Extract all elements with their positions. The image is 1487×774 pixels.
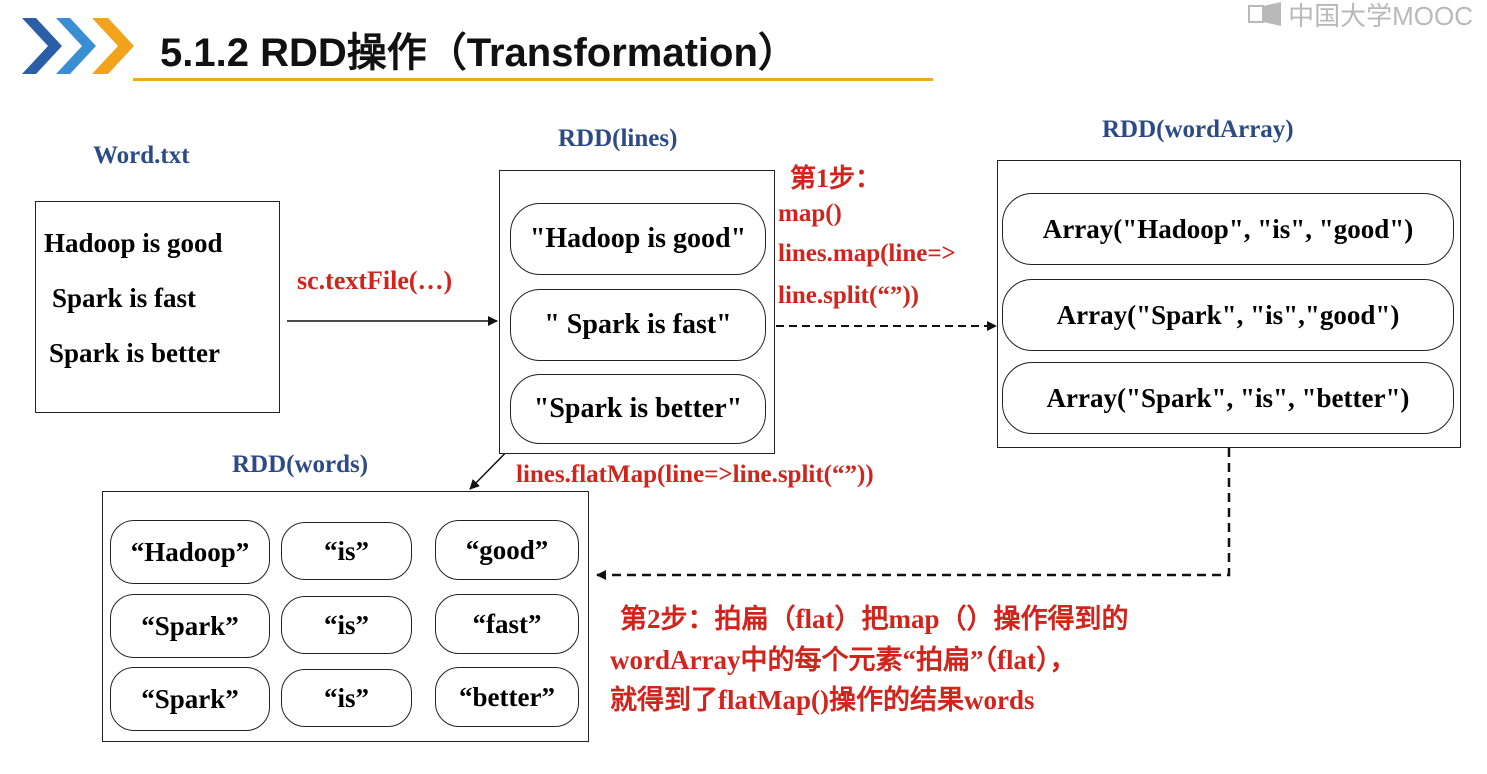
rdd-wordarray-label: RDD(wordArray) (1102, 116, 1294, 143)
rdd-words-box: “Hadoop” “is” “good” “Spark” “is” “fast”… (102, 491, 589, 742)
step1-line: lines.map(line=> (778, 240, 956, 267)
rdd-words-item: “better” (435, 667, 579, 727)
rdd-lines-box: "Hadoop is good" " Spark is fast" "Spark… (499, 170, 775, 454)
rdd-lines-item: " Spark is fast" (510, 289, 766, 361)
rdd-wordarray-item: Array("Hadoop", "is", "good") (1002, 193, 1454, 265)
watermark-text: 中国大学MOOC (1288, 0, 1473, 31)
page-title: 5.1.2 RDD操作（Transformation） (160, 31, 798, 75)
rdd-wordarray-item: Array("Spark", "is","good") (1002, 279, 1454, 351)
word-file-box: Hadoop is good Spark is fast Spark is be… (35, 201, 280, 413)
word-file-line: Spark is better (49, 338, 220, 368)
step1-title: 第1步： (790, 164, 882, 193)
step2-line: 就得到了flatMap()操作的结果words (610, 685, 1035, 715)
word-file-label: Word.txt (93, 142, 190, 169)
rdd-words-item: “good” (435, 520, 579, 580)
rdd-lines-item: "Spark is better" (510, 374, 766, 444)
rdd-lines-label: RDD(lines) (558, 125, 678, 152)
rdd-words-item: “is” (281, 596, 412, 654)
step1-line: map() (778, 200, 842, 227)
rdd-words-item: “fast” (435, 594, 579, 654)
mooc-logo-icon (1248, 2, 1282, 26)
rdd-wordarray-item: Array("Spark", "is", "better") (1002, 362, 1454, 434)
rdd-lines-item: "Hadoop is good" (510, 203, 766, 275)
rdd-wordarray-box: Array("Hadoop", "is", "good") Array("Spa… (997, 160, 1461, 448)
rdd-words-item: “is” (281, 669, 412, 727)
step2-line: wordArray中的每个元素“拍扁”（flat）， (610, 645, 1077, 675)
mooc-watermark: 中国大学MOOC (1248, 0, 1473, 31)
word-file-line: Hadoop is good (44, 228, 223, 258)
rdd-words-item: “Hadoop” (110, 520, 270, 584)
rdd-words-item: “Spark” (110, 594, 270, 658)
rdd-words-item: “is” (281, 522, 412, 580)
rdd-words-label: RDD(words) (232, 451, 369, 478)
rdd-words-item: “Spark” (110, 667, 270, 731)
step2-line: 第2步：拍扁（flat）把map（）操作得到的 (620, 604, 1129, 634)
word-file-line: Spark is fast (52, 283, 197, 313)
step1-line: line.split(“”)) (778, 282, 919, 309)
chevron-logo-icon (22, 18, 134, 74)
textfile-call: sc.textFile(…) (297, 266, 453, 295)
flatmap-call: lines.flatMap(line=>line.split(“”)) (516, 461, 874, 488)
title-underline (133, 78, 933, 81)
